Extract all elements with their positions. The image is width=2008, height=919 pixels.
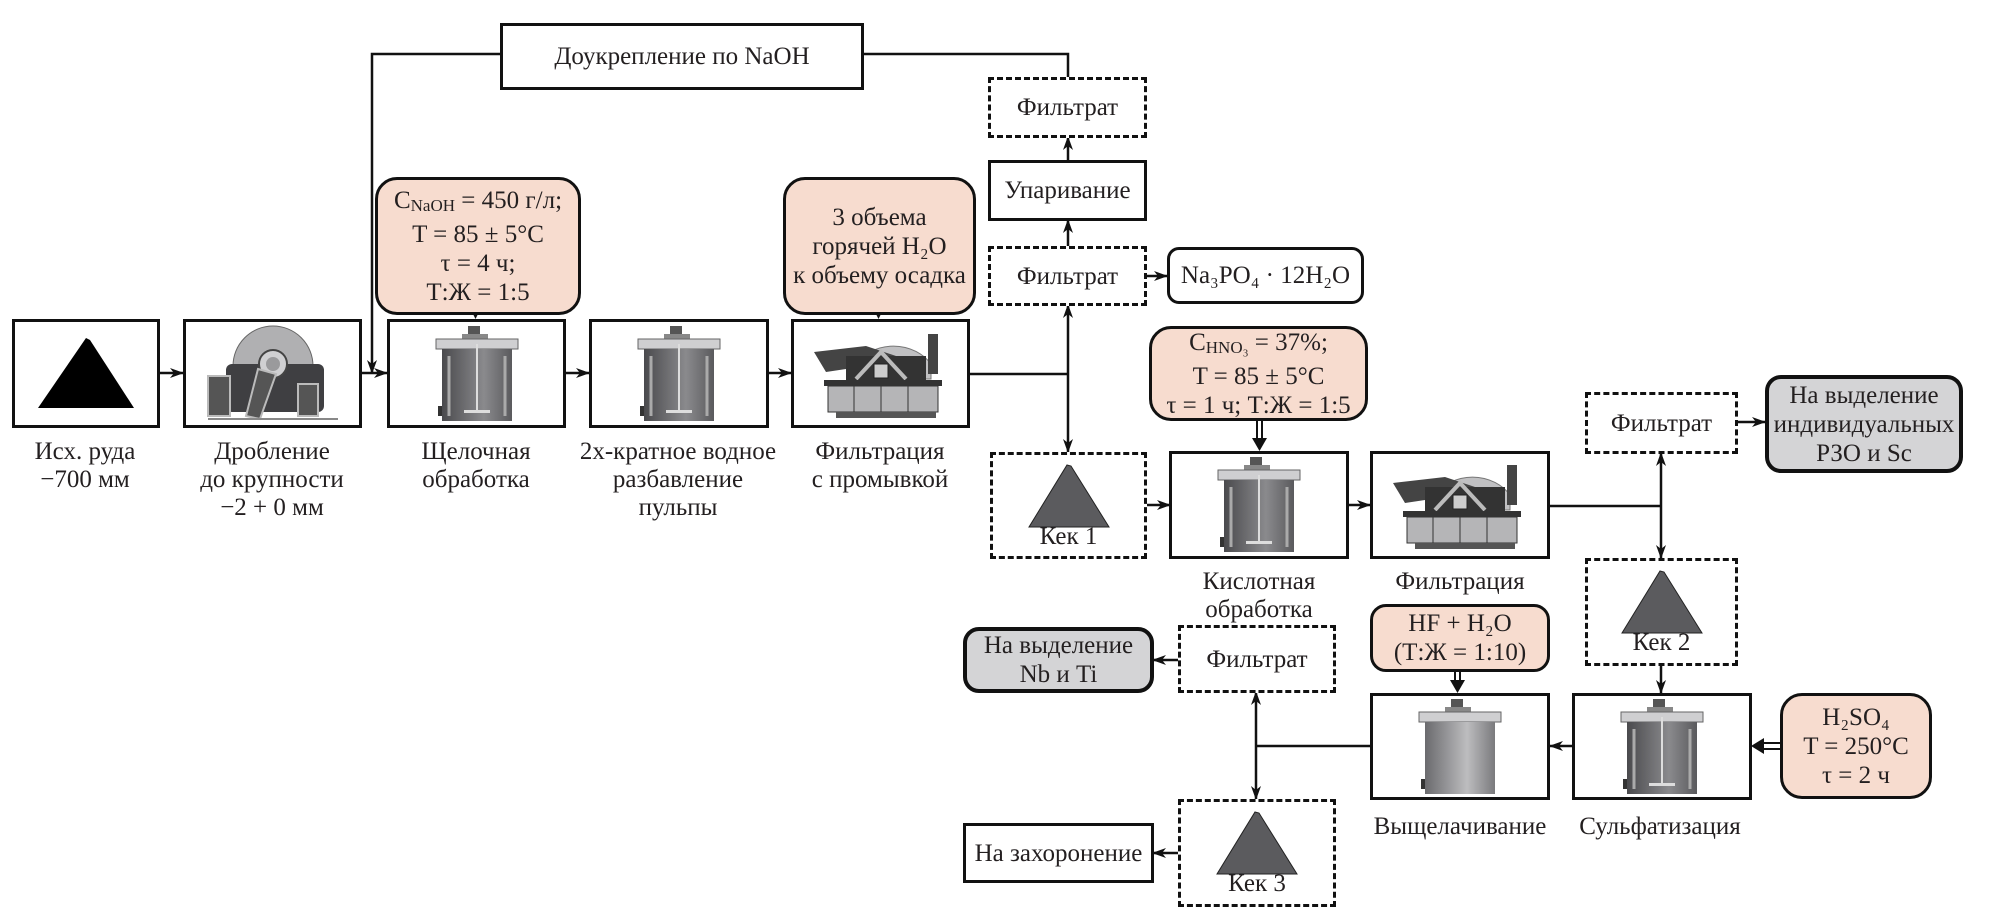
- leaching-box[interactable]: [1370, 693, 1550, 800]
- acid-treatment-box[interactable]: [1169, 451, 1349, 559]
- ree-product-label: На выделение индивидуальных РЗО и Sc: [1773, 381, 1955, 467]
- filtrate-mid-box[interactable]: Фильтрат: [988, 246, 1147, 306]
- naoh-fortification-label: Доукрепление по NaOH: [554, 43, 810, 70]
- wash-conditions-text: 3 объема горячей H₂O к объему осадка: [793, 203, 966, 289]
- disposal-box[interactable]: На захоронение: [963, 823, 1154, 883]
- filtration2-caption: Фильтрация: [1395, 568, 1525, 595]
- recycle-line: [863, 52, 1070, 77]
- filtration1-caption: Фильтрация с промывкой: [811, 438, 949, 493]
- nb-ti-product-box[interactable]: На выделение Nb и Ti: [963, 627, 1154, 693]
- disposal-label: На захоронение: [974, 839, 1143, 867]
- conc-value: = 450 г/л;: [455, 186, 563, 214]
- acid-treatment-caption: Кислотная обработка: [1202, 568, 1316, 623]
- ore-pile-icon: [38, 337, 134, 408]
- filtrate4-box[interactable]: Фильтрат: [1178, 625, 1336, 693]
- solid-liquid-ratio: Т:Ж = 1:5: [426, 278, 530, 306]
- cake1-label: Кек 1: [1039, 523, 1098, 550]
- evaporation-label: Упаривание: [1004, 177, 1131, 204]
- jaw-crusher-icon: [206, 325, 338, 420]
- sodium-phosphate-product[interactable]: Na₃PO₄ · 12H₂O: [1167, 247, 1364, 304]
- dilution-box[interactable]: [589, 319, 769, 428]
- ree-product-box[interactable]: На выделение индивидуальных РЗО и Sc: [1765, 375, 1963, 473]
- conc-value: = 37%;: [1248, 328, 1328, 356]
- alkaline-treatment-box[interactable]: [387, 319, 566, 428]
- filtration1-box[interactable]: [791, 319, 970, 428]
- leaching-caption: Выщелачивание: [1373, 813, 1547, 840]
- filtration2-box[interactable]: [1370, 451, 1550, 559]
- duration-ratio: τ = 1 ч; Т:Ж = 1:5: [1166, 391, 1351, 419]
- filtrate-label: Фильтрат: [1610, 409, 1713, 437]
- filtrate-label: Фильтрат: [1016, 262, 1119, 290]
- agitator-tank-icon: [435, 325, 518, 421]
- recycle-line-left: [367, 52, 500, 374]
- sulfuric-conditions: H₂SO₄ T = 250°C τ = 2 ч: [1780, 693, 1932, 799]
- naoh-fortification-box[interactable]: Доукрепление по NaOH: [500, 23, 864, 90]
- cake1-box[interactable]: Кек 1: [990, 452, 1147, 559]
- reagent: H₂SO₄: [1822, 703, 1890, 731]
- acid-conditions: CHNO₃ = 37%; T = 85 ± 5°C τ = 1 ч; Т:Ж =…: [1149, 326, 1368, 421]
- drum-filter-icon: [1393, 465, 1521, 549]
- drum-filter-icon: [813, 333, 942, 418]
- cake-pile-icon: [1216, 811, 1298, 875]
- conc-symbol: C: [1189, 328, 1206, 356]
- leach-tank-icon: [1418, 698, 1502, 794]
- conc-symbol: C: [393, 186, 411, 214]
- sulfatization-caption: Сульфатизация: [1579, 813, 1741, 840]
- conc-subscript: NaOH: [410, 195, 456, 215]
- conc-subscript: HNO₃: [1205, 337, 1249, 357]
- product-label: Na₃PO₄ · 12H₂O: [1180, 262, 1351, 289]
- alkaline-caption: Щелочная обработка: [421, 438, 531, 493]
- agitator-tank-icon: [637, 325, 721, 421]
- hf-conditions-text: HF + H₂O (Т:Ж = 1:10): [1393, 610, 1527, 666]
- sulfatization-box[interactable]: [1572, 693, 1752, 800]
- temperature: T = 85 ± 5°C: [412, 220, 544, 248]
- cake-pile-icon: [1621, 570, 1703, 634]
- wash-conditions: 3 объема горячей H₂O к объему осадка: [783, 177, 976, 315]
- cake2-label: Кек 2: [1632, 629, 1691, 656]
- cake-pile-icon: [1028, 464, 1110, 528]
- cake3-label: Кек 3: [1228, 870, 1286, 897]
- duration: τ = 2 ч: [1822, 761, 1890, 789]
- ore-box[interactable]: [12, 319, 160, 428]
- filtrate3-box[interactable]: Фильтрат: [1585, 392, 1738, 454]
- agitator-tank-icon: [1217, 457, 1301, 552]
- dilution-caption: 2х-кратное водное разбавление пульпы: [579, 438, 777, 521]
- filtrate-top-box[interactable]: Фильтрат: [988, 77, 1147, 138]
- crushing-box[interactable]: [183, 319, 362, 428]
- ore-caption: Исх. руда −700 мм: [34, 438, 136, 493]
- filtrate-label: Фильтрат: [1016, 94, 1119, 121]
- cake2-box[interactable]: Кек 2: [1585, 558, 1738, 666]
- agitator-tank-icon: [1620, 698, 1704, 794]
- cake3-box[interactable]: Кек 3: [1178, 799, 1336, 907]
- temperature: T = 85 ± 5°C: [1192, 362, 1325, 390]
- hf-conditions: HF + H₂O (Т:Ж = 1:10): [1370, 604, 1550, 672]
- crushing-caption: Дробление до крупности −2 + 0 мм: [200, 438, 344, 521]
- filtrate-label: Фильтрат: [1206, 645, 1308, 673]
- evaporation-box[interactable]: Упаривание: [988, 160, 1147, 221]
- nb-ti-product-label: На выделение Nb и Ti: [983, 632, 1134, 688]
- alkaline-conditions: CNaOH = 450 г/л; T = 85 ± 5°C τ = 4 ч; Т…: [375, 177, 581, 315]
- temperature: T = 250°C: [1803, 732, 1909, 760]
- duration: τ = 4 ч;: [440, 249, 516, 277]
